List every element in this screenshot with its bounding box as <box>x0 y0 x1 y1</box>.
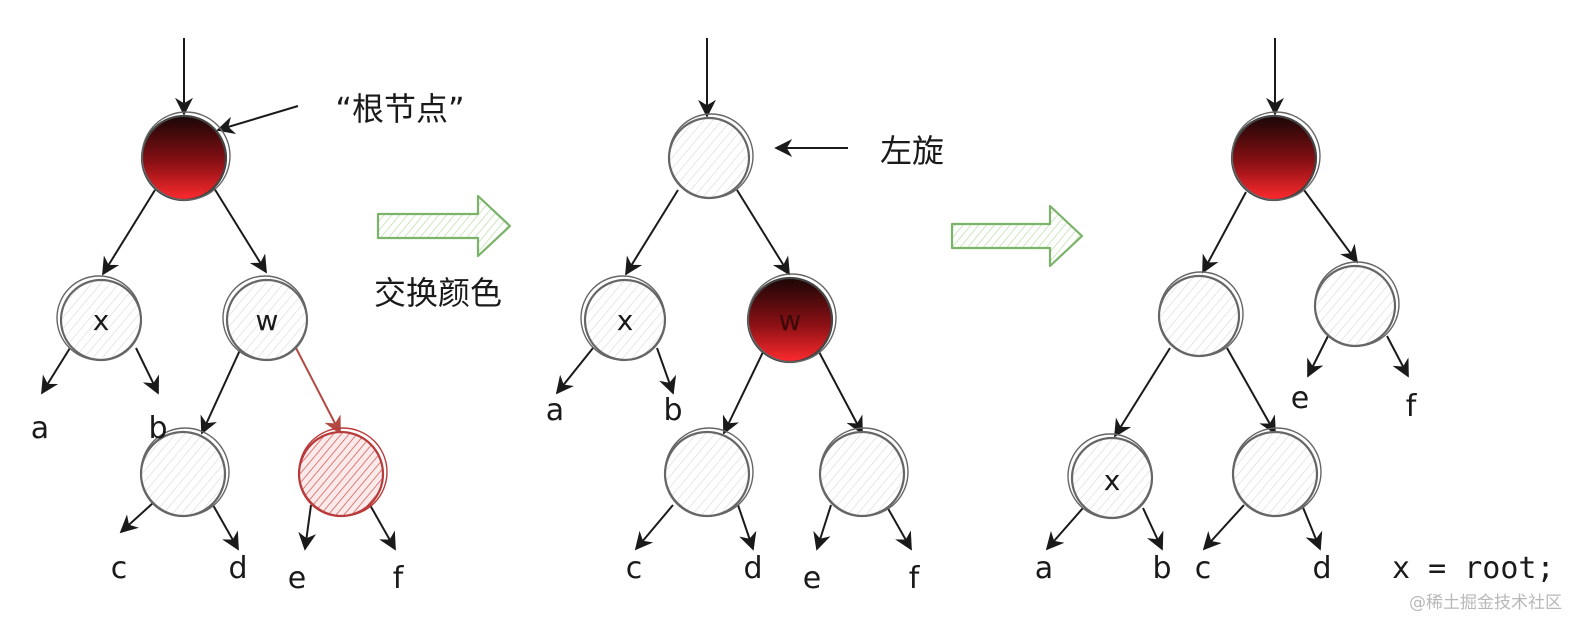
node-x: x <box>1067 433 1154 520</box>
node-w-right-child-red <box>297 427 388 518</box>
edge-x-a <box>41 347 71 395</box>
edge-right-e <box>1307 335 1329 378</box>
leaf-c: c <box>111 551 128 586</box>
root-node-red <box>1230 111 1321 202</box>
edge-lr-c <box>1202 504 1245 551</box>
edge-l-c <box>634 504 674 551</box>
swap-colors-label: 交换颜色 <box>374 274 502 312</box>
node-w: w <box>222 275 309 362</box>
root-pointer-arrow <box>216 105 299 134</box>
tree-2: x w a b c d e f 左旋 <box>546 38 944 596</box>
leaf-c: c <box>626 551 643 586</box>
edge-w-right <box>817 349 863 435</box>
leaf-d: d <box>1312 551 1331 586</box>
leaf-d: d <box>228 551 247 586</box>
edge-root-w <box>736 189 790 276</box>
edge-x-a <box>555 347 594 395</box>
leaf-c: c <box>1195 551 1212 586</box>
edge-w-right <box>295 347 341 435</box>
node-w-red: w <box>746 273 837 364</box>
edge-r-f <box>369 504 396 551</box>
leaf-b: b <box>148 411 167 446</box>
node-w-right-child <box>818 427 909 518</box>
root-node-red <box>140 111 231 202</box>
watermark: @稀土掘金技术社区 <box>1409 593 1562 613</box>
edge-r-e <box>813 504 832 551</box>
leaf-e: e <box>1291 381 1309 416</box>
edge-l-c <box>119 502 154 534</box>
edge-w-left <box>200 349 241 435</box>
leaf-d: d <box>743 551 762 586</box>
edge-r-e <box>298 504 317 551</box>
node-left-right-child <box>1231 427 1322 518</box>
leaf-a: a <box>546 393 564 428</box>
edge-left-x <box>1114 347 1171 438</box>
node-w-label: w <box>779 304 802 337</box>
node-w-label: w <box>256 304 279 337</box>
node-x-label: x <box>617 304 634 337</box>
rotate-left-label: 左旋 <box>880 132 944 170</box>
leaf-a: a <box>31 411 49 446</box>
edge-x-a <box>1045 507 1084 551</box>
transition-arrow-2 <box>950 204 1084 268</box>
node-w-left-child <box>139 427 230 518</box>
leaf-a: a <box>1035 551 1053 586</box>
node-x: x <box>56 275 143 362</box>
leaf-e: e <box>288 561 306 596</box>
edge-x-b <box>1142 507 1164 551</box>
edge-root-x <box>102 189 156 276</box>
edge-root-left <box>1202 191 1247 274</box>
node-x-label: x <box>1104 464 1121 497</box>
edge-root-right <box>1303 189 1359 264</box>
leaf-f: f <box>1406 389 1418 424</box>
leaf-e: e <box>803 561 821 596</box>
edge-r-f <box>885 504 912 551</box>
node-right <box>1313 261 1400 348</box>
edge-lr-d <box>1301 504 1323 551</box>
tree-3: x e f a b c d x = root; <box>1035 38 1555 586</box>
edge-l-d <box>737 504 757 551</box>
leaf-f: f <box>909 561 921 596</box>
edge-l-d <box>212 504 239 551</box>
node-w-left-child <box>663 427 754 518</box>
edge-left-lr <box>1226 347 1276 435</box>
edge-root-w <box>213 187 267 274</box>
edge-w-left <box>722 349 765 435</box>
edge-x-b <box>656 347 677 395</box>
edge-root-x <box>625 189 679 276</box>
leaf-b: b <box>663 393 682 428</box>
edge-x-b <box>135 347 159 395</box>
node-left <box>1157 271 1244 358</box>
root-node <box>667 113 754 200</box>
node-x: x <box>580 275 667 362</box>
edge-right-f <box>1386 335 1409 378</box>
code-annotation: x = root; <box>1392 551 1555 586</box>
root-node-annotation: “根节点” <box>335 90 464 128</box>
node-x-label: x <box>93 304 110 337</box>
transition-arrow-1: 交换颜色 <box>374 194 512 312</box>
tree-1: x w a b c d e f “根节点” <box>31 38 465 596</box>
leaf-f: f <box>393 561 405 596</box>
leaf-b: b <box>1152 551 1171 586</box>
